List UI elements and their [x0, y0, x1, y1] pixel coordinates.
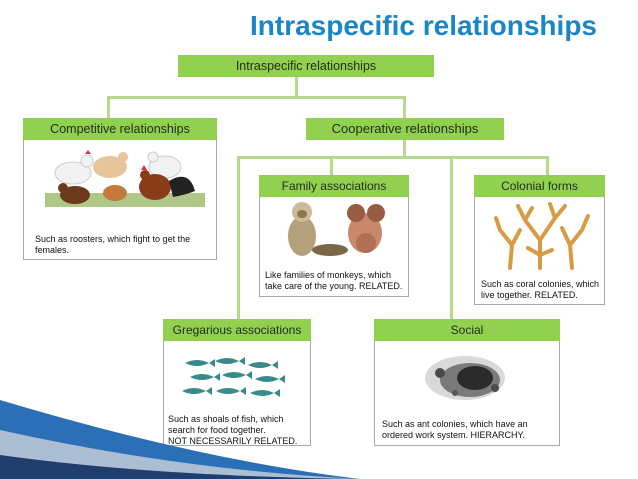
colonial-node: Colonial forms: [474, 175, 605, 197]
cooperative-node: Cooperative relationships: [306, 118, 504, 140]
connector-root-down: [295, 76, 298, 96]
social-caption: Such as ant colonies, which have an orde…: [382, 419, 528, 440]
fish-shoal-image: [182, 357, 285, 397]
connector-mid-horizontal: [237, 156, 549, 159]
family-node: Family associations: [259, 175, 409, 197]
connector-to-cooperative: [403, 96, 406, 118]
competitive-node: Competitive relationships: [23, 118, 217, 140]
connector-to-colonial: [546, 156, 549, 176]
family-caption: Like families of monkeys, which take car…: [265, 270, 403, 291]
gregarious-caption-line3: NOT NECESSARILY RELATED.: [168, 436, 298, 446]
roosters-image: [45, 150, 205, 207]
page-title: Intraspecific relationships: [250, 10, 597, 41]
corner-swoosh-decoration: [0, 400, 360, 479]
connector-to-family: [330, 156, 333, 176]
monkeys-image: [288, 202, 385, 256]
social-node: Social: [374, 319, 560, 341]
gregarious-caption-line2: search for food together.: [168, 425, 266, 435]
connector-top-horizontal: [107, 96, 406, 99]
root-node: Intraspecific relationships: [178, 55, 434, 77]
competitive-caption: Such as roosters, which fight to get the…: [35, 234, 191, 255]
gregarious-node: Gregarious associations: [163, 319, 311, 341]
gregarious-caption-line1: Such as shoals of fish, which: [168, 414, 284, 424]
ant-colony-image: [425, 356, 505, 400]
coral-image: [494, 202, 590, 270]
connector-to-social: [450, 156, 453, 319]
connector-to-competitive: [107, 96, 110, 118]
colonial-caption: Such as coral colonies, which live toget…: [481, 279, 600, 300]
connector-to-gregarious: [237, 156, 240, 319]
connector-coop-down: [403, 140, 406, 158]
